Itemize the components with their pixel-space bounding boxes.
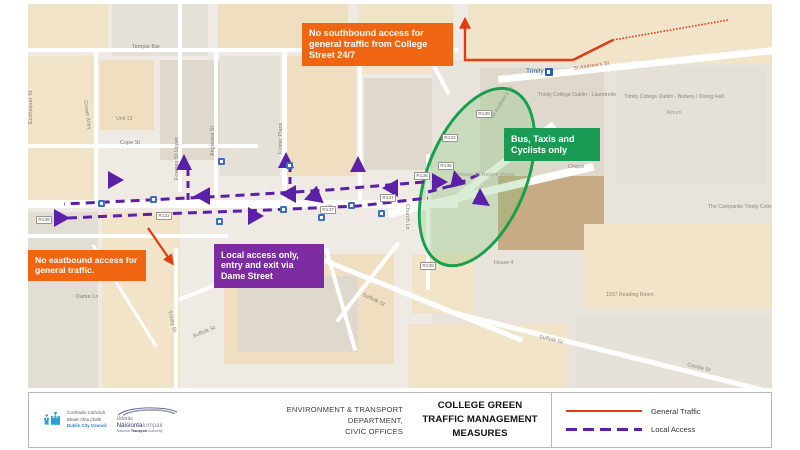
place-label: Unit 13: [116, 116, 133, 122]
place-label: House 4: [494, 260, 514, 266]
poi-marker[interactable]: [150, 196, 157, 203]
street-label: Exchequer St: [28, 90, 34, 124]
footer-bar: Comhairle Cathrach Bhaile Átha Cliath Du…: [28, 392, 772, 448]
road-dame-lane: [28, 234, 228, 238]
castle-icon: [44, 412, 60, 425]
map-block: [220, 56, 280, 176]
dcc-logo-text: Comhairle Cathrach Bhaile Átha Cliath Du…: [67, 410, 107, 429]
street-label: Fownes St Upper: [174, 136, 180, 180]
department-block: ENVIRONMENT & TRANSPORT DEPARTMENT, CIVI…: [233, 404, 409, 437]
road-temple-bar: [28, 48, 458, 52]
legend-block: General Traffic Local Access: [551, 393, 771, 447]
road-shield: R138: [36, 216, 53, 224]
road-cope-st: [28, 144, 258, 148]
poi-marker[interactable]: [98, 200, 105, 207]
nta-logo: Údarás NáisiúntaIompair National Transpo…: [117, 406, 179, 434]
map-block: [28, 4, 108, 50]
place-label: Trinity College Dublin - Laundrette: [537, 92, 617, 98]
place-label: 1937 Reading Room: [606, 292, 654, 298]
road-shield: R138: [476, 110, 493, 118]
road-side: [426, 154, 430, 290]
map-block: [100, 60, 154, 130]
map-title-line-1: COLLEGE GREEN: [437, 400, 523, 412]
road-shield: R132: [442, 134, 459, 142]
transit-marker[interactable]: Trinity: [526, 68, 553, 76]
map-title-block: COLLEGE GREEN TRAFFIC MANAGEMENT MEASURE…: [409, 399, 551, 441]
road-shield: R132: [156, 212, 173, 220]
road-anglesea-st: [214, 48, 218, 198]
map-title-line-2: TRAFFIC MANAGEMENT: [422, 414, 538, 426]
callout-bus-taxis-cyclists: Bus, Taxis and Cyclists only: [504, 128, 600, 162]
street-label: Church Ln: [404, 204, 410, 230]
map-block: [112, 4, 208, 56]
street-label: Dame Ln: [76, 294, 99, 300]
road-shield: R137: [380, 194, 397, 202]
road-shield: R137: [320, 206, 337, 214]
street-label: Anglesea St: [210, 125, 216, 156]
map-block: [28, 56, 94, 206]
road-shield: R138: [420, 262, 437, 270]
road-crow-st: [94, 48, 98, 208]
local-access-route: [54, 152, 490, 227]
nta-line-1: Údarás: [116, 415, 133, 422]
logo-group: Comhairle Cathrach Bhaile Átha Cliath Du…: [29, 406, 233, 434]
place-label: The Campanile Trinity College: [708, 204, 772, 210]
poi-marker[interactable]: [280, 206, 287, 213]
poi-marker[interactable]: [378, 210, 385, 217]
legend-row-local-access: Local Access: [566, 425, 771, 434]
road-foster-place: [282, 50, 287, 200]
map-block: [616, 66, 766, 184]
map-block: [286, 56, 356, 176]
map-canvas[interactable]: Temple Bar Crown Alley Cope St Fownes St…: [28, 4, 772, 388]
dept-line-2: DEPARTMENT,: [347, 415, 403, 425]
place-label: House 10 Regent House: [458, 172, 515, 178]
road-shield: R136: [438, 162, 455, 170]
map-title-line-3: MEASURES: [452, 427, 508, 439]
legend-label-general-traffic: General Traffic: [651, 406, 701, 416]
street-label: Cope St: [120, 140, 141, 146]
road-trinity-st: [174, 248, 178, 388]
dcc-line-2: Bhaile Átha Cliath: [67, 416, 102, 422]
dublin-city-council-logo: Comhairle Cathrach Bhaile Átha Cliath Du…: [43, 410, 107, 430]
map-block: [28, 212, 98, 388]
legend-label-local-access: Local Access: [651, 424, 696, 434]
road-fownes-upper: [178, 4, 182, 192]
map-block: [584, 224, 772, 308]
street-label: Temple Bar: [132, 44, 161, 50]
dcc-line-1: Comhairle Cathrach: [67, 410, 106, 416]
road-church-ln: [358, 52, 362, 204]
callout-no-southbound: No southbound access for general traffic…: [302, 23, 453, 67]
nta-line-2-main: Náisiúnta: [116, 422, 143, 430]
map-block: [102, 212, 180, 388]
nta-line-2: NáisiúntaIompair: [117, 422, 179, 429]
place-label: Trinity College Dublin - Buttery / Dinin…: [624, 94, 724, 100]
general-traffic-route: [147, 16, 729, 266]
poi-marker[interactable]: [218, 158, 225, 165]
nta-arc-icon: [117, 407, 177, 416]
local-access-swatch-icon: [566, 427, 642, 431]
callout-no-eastbound: No eastbound access for general traffic.: [28, 250, 146, 281]
poi-marker[interactable]: [216, 218, 223, 225]
nta-line-2-sub: Iompair: [142, 422, 164, 430]
dept-line-3: CIVIC OFFICES: [345, 426, 403, 436]
nta-line-3c: Authority: [147, 429, 163, 434]
transit-label: Trinity: [526, 68, 544, 76]
poi-marker[interactable]: [318, 214, 325, 221]
legend-row-general-traffic: General Traffic: [566, 407, 771, 416]
place-label: Atrium: [666, 110, 682, 116]
dept-line-1: ENVIRONMENT & TRANSPORT: [286, 404, 403, 414]
poi-marker[interactable]: [286, 162, 293, 169]
place-label: Chapel: [568, 164, 585, 170]
road-shield: R138: [414, 172, 431, 180]
nta-line-3b: Transport: [130, 429, 148, 434]
callout-local-access: Local access only, entry and exit via Da…: [214, 244, 324, 288]
transit-icon: [545, 68, 553, 76]
nta-line-3: National Transport Authority: [117, 429, 179, 434]
general-traffic-swatch-icon: [566, 409, 642, 413]
dcc-line-3: Dublin City Council: [67, 423, 107, 429]
poi-marker[interactable]: [348, 202, 355, 209]
road-dame-st: [28, 200, 458, 208]
street-label: Foster Place: [278, 122, 284, 154]
nta-line-3a: National: [116, 429, 131, 434]
